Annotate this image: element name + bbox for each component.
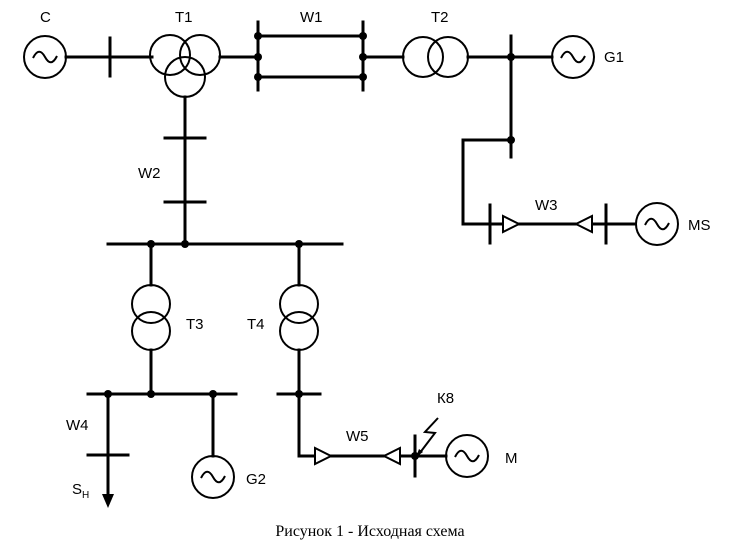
t3-label: T3 (186, 316, 204, 333)
t3-winding-bottom (131, 311, 171, 351)
w5-reactor-left (314, 446, 334, 466)
generator-g1-icon (551, 35, 595, 79)
ms-label: MS (688, 217, 711, 234)
w5-label: W5 (346, 428, 369, 445)
line-w1: W1 (218, 9, 405, 92)
w2-label: W2 (138, 165, 161, 182)
t2-label: T2 (431, 9, 449, 26)
w3-label: W3 (535, 197, 558, 214)
source-c-group: C (23, 9, 154, 79)
generator-g2-group: G2 (191, 392, 266, 499)
w5-reactor-right (381, 446, 401, 466)
line-w2: W2 (138, 95, 207, 246)
line-w5: W5 (297, 392, 448, 478)
transformer-t4: T4 (247, 242, 319, 396)
generator-g2-icon (191, 455, 235, 499)
motor-m-group: M (445, 434, 518, 478)
fault-point (411, 452, 419, 460)
t3-winding-top (131, 284, 171, 324)
generator-c-icon (23, 35, 67, 79)
t1-winding-left (149, 34, 191, 76)
line-w4: W4 SH (66, 392, 130, 508)
t4-label: T4 (247, 316, 265, 333)
t2-winding-left (402, 36, 444, 78)
w3-reactor-left (502, 214, 522, 234)
generator-g1-group: G1 (466, 34, 624, 80)
main-bus (106, 240, 344, 248)
t1-label: T1 (175, 9, 193, 26)
w3-reactor-right (573, 214, 593, 234)
m-label: M (505, 450, 518, 467)
g1-label: G1 (604, 49, 624, 66)
fault-lightning-arrow-icon (418, 417, 439, 455)
t1-winding-bottom (164, 56, 206, 98)
t2-winding-right (427, 36, 469, 78)
t4-winding-bottom (279, 311, 319, 351)
transformer-t2: T2 (402, 9, 469, 78)
t1-winding-right (179, 34, 221, 76)
g2-label: G2 (246, 471, 266, 488)
t4-winding-top (279, 284, 319, 324)
source-c-label: C (40, 9, 51, 26)
load-down-arrow-icon (102, 494, 114, 508)
figure-caption: Рисунок 1 - Исходная схема (275, 523, 464, 540)
transformer-t1: T1 (149, 9, 221, 98)
load-label: SH (72, 481, 89, 501)
w1-label: W1 (300, 9, 323, 26)
line-w3: W3 MS (461, 55, 711, 246)
generator-ms-icon (635, 202, 679, 246)
transformer-t3: T3 (131, 242, 204, 396)
fault-k8: К8 (416, 390, 454, 457)
k8-label: К8 (437, 390, 454, 407)
w4-label: W4 (66, 417, 89, 434)
generator-m-icon (445, 434, 489, 478)
